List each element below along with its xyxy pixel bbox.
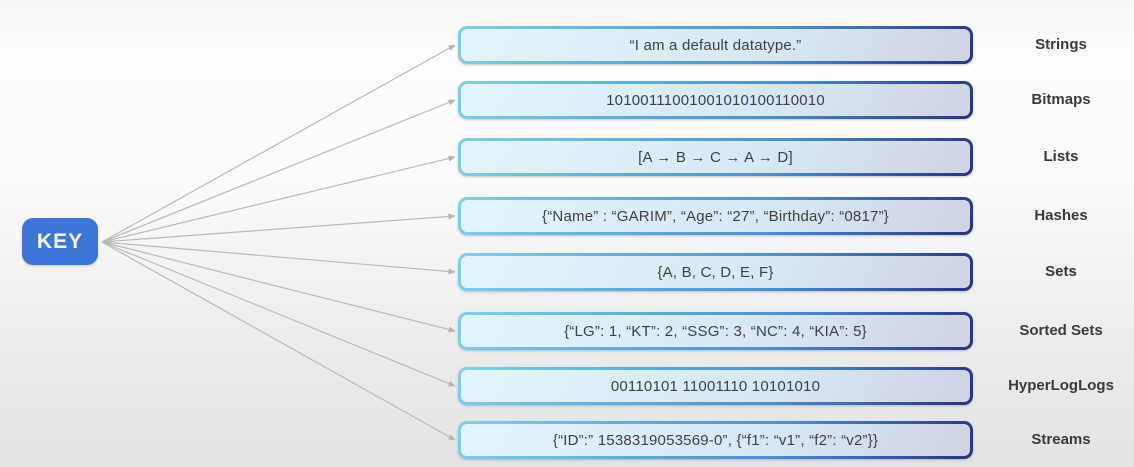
datatype-box: {A, B, C, D, E, F} [458, 253, 973, 291]
datatype-box-fill: {“ID”:” 1538319053569-0”, {“f1”: “v1”, “… [461, 424, 970, 456]
datatype-label: Strings [1035, 36, 1087, 53]
datatype-label: Streams [1031, 431, 1091, 448]
datatype-box: {“Name” : “GARIM”, “Age”: “27”, “Birthda… [458, 197, 973, 235]
datatype-box-fill: 00110101 11001110 10101010 [461, 370, 970, 402]
datatype-value: {“ID”:” 1538319053569-0”, {“f1”: “v1”, “… [552, 431, 879, 449]
key-to-datatype-arrow [101, 241, 456, 441]
datatype-label: Lists [1043, 148, 1079, 165]
datatype-label: Sorted Sets [1019, 322, 1103, 339]
datatype-box-fill: {“LG”: 1, “KT”: 2, “SSG”: 3, “NC”: 4, “K… [461, 315, 970, 347]
datatype-box-fill: {A, B, C, D, E, F} [461, 256, 970, 288]
key-to-datatype-arrow [101, 241, 456, 387]
key-label: KEY [36, 229, 84, 253]
datatype-label: Sets [1045, 263, 1077, 280]
datatype-box: “I am a default datatype.” [458, 26, 973, 64]
key-to-datatype-arrow [101, 241, 456, 275]
datatype-label: HyperLogLogs [1008, 377, 1114, 394]
datatype-box: {“ID”:” 1538319053569-0”, {“f1”: “v1”, “… [458, 421, 973, 459]
datatype-label: Hashes [1034, 207, 1088, 224]
datatype-value: 00110101 11001110 10101010 [610, 377, 821, 395]
key-to-datatype-arrow [101, 241, 456, 333]
datatype-box: 00110101 11001110 10101010 [458, 367, 973, 405]
datatype-box-fill: [A → B → C → A → D] [461, 141, 970, 173]
datatype-box: {“LG”: 1, “KT”: 2, “SSG”: 3, “NC”: 4, “K… [458, 312, 973, 350]
datatype-value: 10100111001001010100110010 [606, 91, 825, 109]
key-to-datatype-arrow [101, 213, 456, 243]
key-to-datatype-arrow [101, 99, 456, 243]
datatype-box-fill: 10100111001001010100110010 [461, 84, 970, 116]
datatype-box: [A → B → C → A → D] [458, 138, 973, 176]
key-node: KEY [22, 218, 98, 265]
datatype-box-fill: {“Name” : “GARIM”, “Age”: “27”, “Birthda… [461, 200, 970, 232]
key-to-datatype-arrow [101, 44, 456, 243]
datatype-value: {“Name” : “GARIM”, “Age”: “27”, “Birthda… [542, 207, 889, 225]
datatype-label: Bitmaps [1031, 91, 1091, 108]
datatype-value: {A, B, C, D, E, F} [657, 263, 774, 281]
key-to-datatype-arrow [101, 155, 456, 243]
datatype-value: {“LG”: 1, “KT”: 2, “SSG”: 3, “NC”: 4, “K… [564, 322, 867, 340]
datatype-box: 10100111001001010100110010 [458, 81, 973, 119]
datatype-value: “I am a default datatype.” [629, 36, 802, 54]
datatype-value: [A → B → C → A → D] [638, 148, 793, 166]
datatype-box-fill: “I am a default datatype.” [461, 29, 970, 61]
